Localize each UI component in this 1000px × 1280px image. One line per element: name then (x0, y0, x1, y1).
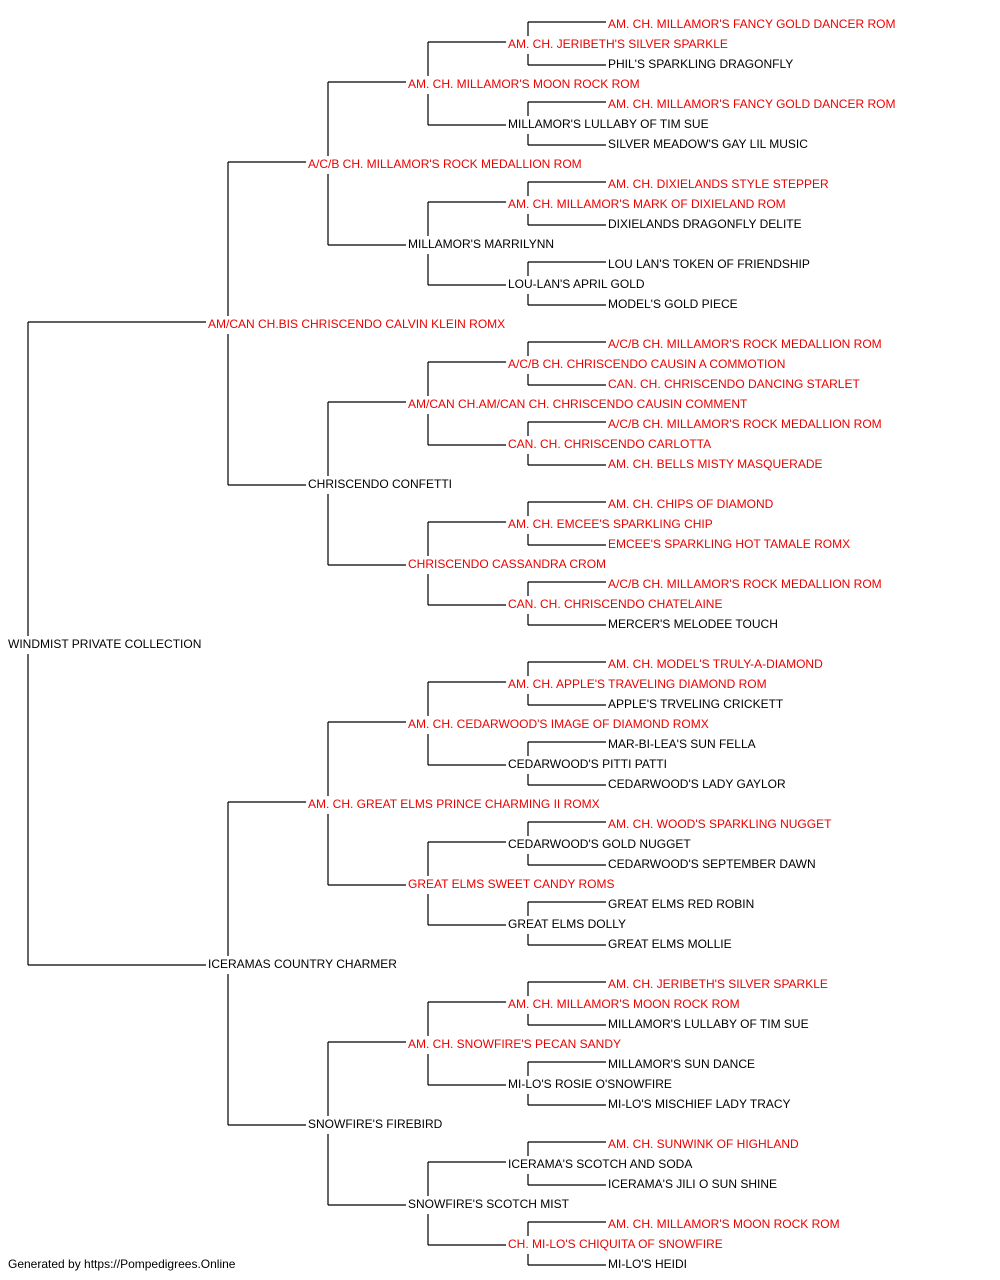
ancestor-name: CEDARWOOD'S PITTI PATTI (508, 757, 667, 771)
ancestor-name: SNOWFIRE'S SCOTCH MIST (408, 1197, 570, 1211)
ancestor-name: GREAT ELMS RED ROBIN (608, 897, 754, 911)
ancestor-name: AM. CH. JERIBETH'S SILVER SPARKLE (608, 977, 828, 991)
ancestor-name: AM. CH. WOOD'S SPARKLING NUGGET (608, 817, 832, 831)
ancestor-name: AM. CH. MILLAMOR'S FANCY GOLD DANCER ROM (608, 17, 895, 31)
ancestor-name: MILLAMOR'S LULLABY OF TIM SUE (608, 1017, 809, 1031)
ancestor-name: MILLAMOR'S LULLABY OF TIM SUE (508, 117, 709, 131)
ancestor-name: AM. CH. EMCEE'S SPARKLING CHIP (508, 517, 713, 531)
ancestor-name: SNOWFIRE'S FIREBIRD (308, 1117, 443, 1131)
ancestor-name: A/C/B CH. MILLAMOR'S ROCK MEDALLION ROM (608, 417, 882, 431)
ancestor-name: AM. CH. MILLAMOR'S MARK OF DIXIELAND ROM (508, 197, 786, 211)
ancestor-name: APPLE'S TRVELING CRICKETT (608, 697, 784, 711)
ancestor-name: SILVER MEADOW'S GAY LIL MUSIC (608, 137, 808, 151)
ancestor-name: PHIL'S SPARKLING DRAGONFLY (608, 57, 793, 71)
ancestor-name: AM/CAN CH.AM/CAN CH. CHRISCENDO CAUSIN C… (408, 397, 748, 411)
ancestor-name: AM. CH. GREAT ELMS PRINCE CHARMING II RO… (308, 797, 600, 811)
footer-credit: Generated by https://Pompedigrees.Online (8, 1257, 236, 1271)
ancestor-name: AM. CH. APPLE'S TRAVELING DIAMOND ROM (508, 677, 767, 691)
ancestor-name: MI-LO'S ROSIE O'SNOWFIRE (508, 1077, 672, 1091)
ancestor-name: A/C/B CH. MILLAMOR'S ROCK MEDALLION ROM (608, 577, 882, 591)
ancestor-name: ICERAMA'S SCOTCH AND SODA (508, 1157, 692, 1171)
ancestor-name: LOU-LAN'S APRIL GOLD (508, 277, 645, 291)
ancestor-name: AM. CH. SUNWINK OF HIGHLAND (608, 1137, 799, 1151)
ancestor-name: DIXIELANDS DRAGONFLY DELITE (608, 217, 802, 231)
ancestor-name: CHRISCENDO CONFETTI (308, 477, 452, 491)
ancestor-name: MILLAMOR'S MARRILYNN (408, 237, 554, 251)
ancestor-name: A/C/B CH. MILLAMOR'S ROCK MEDALLION ROM (308, 157, 582, 171)
ancestor-name: GREAT ELMS DOLLY (508, 917, 626, 931)
ancestor-name: LOU LAN'S TOKEN OF FRIENDSHIP (608, 257, 810, 271)
ancestor-name: AM. CH. MODEL'S TRULY-A-DIAMOND (608, 657, 823, 671)
ancestor-name: CH. MI-LO'S CHIQUITA OF SNOWFIRE (508, 1237, 723, 1251)
ancestor-name: ICERAMA'S JILI O SUN SHINE (608, 1177, 777, 1191)
ancestor-name: CAN. CH. CHRISCENDO CHATELAINE (508, 597, 722, 611)
ancestor-name: AM. CH. CEDARWOOD'S IMAGE OF DIAMOND ROM… (408, 717, 709, 731)
ancestor-name: CAN. CH. CHRISCENDO DANCING STARLET (608, 377, 860, 391)
ancestor-name: ICERAMAS COUNTRY CHARMER (208, 957, 397, 971)
subject-name: WINDMIST PRIVATE COLLECTION (8, 637, 201, 651)
ancestor-name: AM. CH. CHIPS OF DIAMOND (608, 497, 774, 511)
ancestor-name: MI-LO'S MISCHIEF LADY TRACY (608, 1097, 791, 1111)
ancestor-name: AM. CH. DIXIELANDS STYLE STEPPER (608, 177, 829, 191)
ancestor-name: CHRISCENDO CASSANDRA CROM (408, 557, 606, 571)
ancestor-name: AM. CH. SNOWFIRE'S PECAN SANDY (408, 1037, 621, 1051)
ancestor-name: A/C/B CH. MILLAMOR'S ROCK MEDALLION ROM (608, 337, 882, 351)
ancestor-name: EMCEE'S SPARKLING HOT TAMALE ROMX (608, 537, 850, 551)
ancestor-name: MI-LO'S HEIDI (608, 1257, 687, 1271)
ancestor-name: GREAT ELMS SWEET CANDY ROMS (408, 877, 614, 891)
ancestor-name: CAN. CH. CHRISCENDO CARLOTTA (508, 437, 711, 451)
ancestor-name: MERCER'S MELODEE TOUCH (608, 617, 778, 631)
ancestor-name: AM. CH. MILLAMOR'S FANCY GOLD DANCER ROM (608, 97, 895, 111)
ancestor-name: CEDARWOOD'S GOLD NUGGET (508, 837, 691, 851)
ancestor-name: A/C/B CH. CHRISCENDO CAUSIN A COMMOTION (508, 357, 785, 371)
ancestor-name: CEDARWOOD'S LADY GAYLOR (608, 777, 786, 791)
ancestor-name: MODEL'S GOLD PIECE (608, 297, 738, 311)
ancestor-name: MILLAMOR'S SUN DANCE (608, 1057, 755, 1071)
ancestor-name: GREAT ELMS MOLLIE (608, 937, 732, 951)
ancestor-name: AM/CAN CH.BIS CHRISCENDO CALVIN KLEIN RO… (208, 317, 505, 331)
ancestor-name: AM. CH. BELLS MISTY MASQUERADE (608, 457, 823, 471)
ancestor-name: CEDARWOOD'S SEPTEMBER DAWN (608, 857, 816, 871)
ancestor-name: MAR-BI-LEA'S SUN FELLA (608, 737, 756, 751)
ancestor-name: AM. CH. MILLAMOR'S MOON ROCK ROM (508, 997, 740, 1011)
ancestor-name: AM. CH. MILLAMOR'S MOON ROCK ROM (408, 77, 640, 91)
ancestor-name: AM. CH. MILLAMOR'S MOON ROCK ROM (608, 1217, 840, 1231)
ancestor-name: AM. CH. JERIBETH'S SILVER SPARKLE (508, 37, 728, 51)
